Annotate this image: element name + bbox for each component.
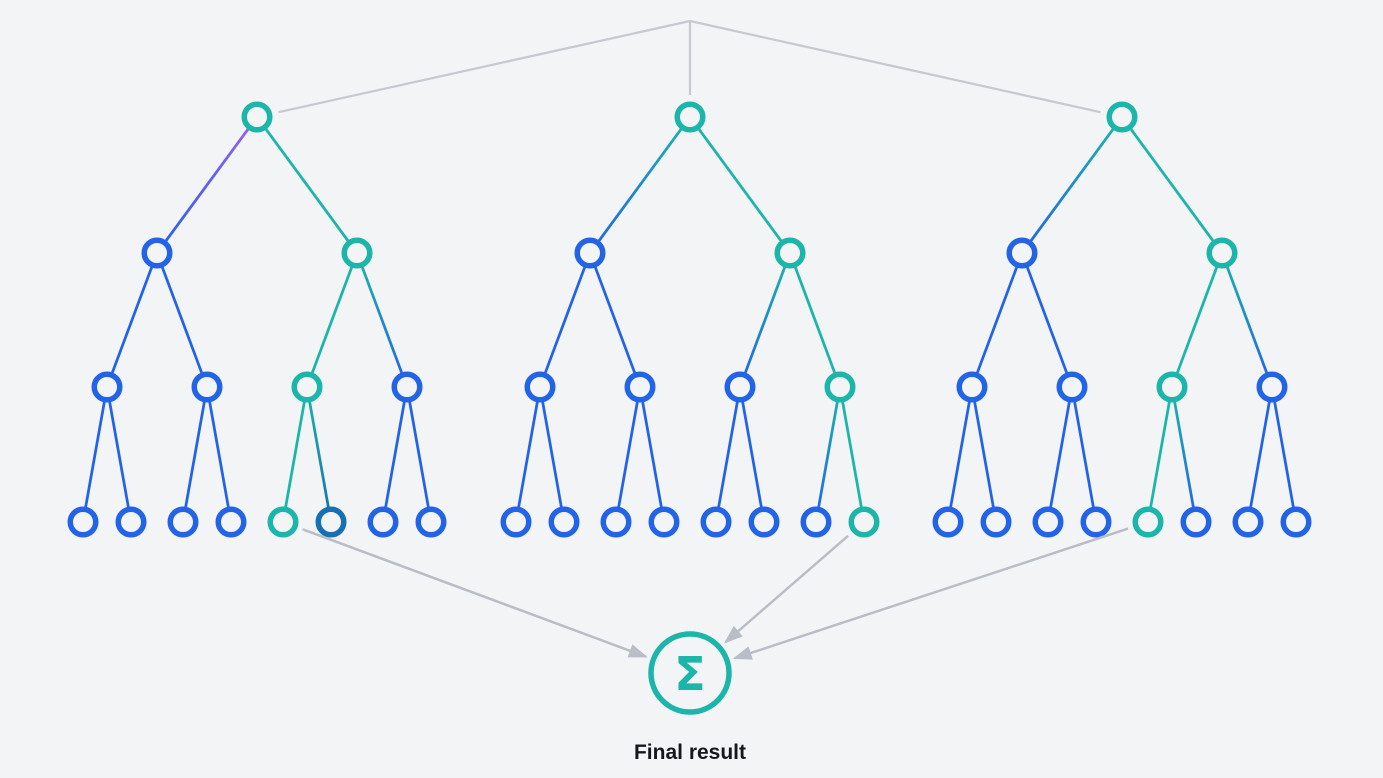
tree-3-node-leaf5 bbox=[1180, 506, 1212, 538]
tree-1-node-rl bbox=[291, 371, 323, 403]
tree-2-edge-lr-leaf3 bbox=[638, 386, 666, 523]
tree-2-node-leaf1 bbox=[548, 506, 580, 538]
tree-1-edge-lr-leaf3 bbox=[205, 386, 233, 523]
tree-3-edge-rr-leaf6 bbox=[1246, 386, 1274, 523]
sum-node bbox=[648, 631, 732, 715]
tree-3-edge-lr-leaf3 bbox=[1070, 386, 1098, 523]
tree-2-node-leaf7 bbox=[848, 506, 880, 538]
tree-3-node-leaf7 bbox=[1280, 506, 1312, 538]
tree-1-edge-ll-leaf0 bbox=[81, 386, 109, 523]
tree-1-node-leaf3 bbox=[215, 506, 247, 538]
tree-3-edge-ll-leaf1 bbox=[970, 386, 998, 523]
apex-connector-tree-1 bbox=[278, 19, 691, 114]
arrow-tree-2-to-sum bbox=[723, 534, 849, 644]
tree-2-node-rl bbox=[724, 371, 756, 403]
arrow-tree-1-to-sum bbox=[302, 528, 648, 658]
tree-2-edge-l-lr bbox=[588, 252, 642, 388]
tree-2-edge-rl-leaf5 bbox=[738, 386, 766, 523]
tree-2-edge-root-l bbox=[588, 116, 692, 254]
tree-2-node-leaf0 bbox=[500, 506, 532, 538]
tree-3-edge-root-l bbox=[1020, 116, 1124, 254]
tree-1-edge-ll-leaf1 bbox=[105, 386, 133, 523]
tree-2-node-l bbox=[574, 237, 606, 269]
tree-1-edge-rl-leaf4 bbox=[281, 386, 309, 523]
tree-2-node-lr bbox=[624, 371, 656, 403]
tree-2-node-rr bbox=[824, 371, 856, 403]
tree-2-edge-ll-leaf1 bbox=[538, 386, 566, 523]
tree-3-node-l bbox=[1006, 237, 1038, 269]
tree-3-edge-rr-leaf7 bbox=[1270, 386, 1298, 523]
tree-2-node-root bbox=[674, 101, 706, 133]
tree-2-edge-r-rl bbox=[738, 252, 792, 388]
apex-connector-tree-3 bbox=[689, 19, 1101, 114]
tree-2-node-ll bbox=[524, 371, 556, 403]
tree-1-node-r bbox=[341, 237, 373, 269]
tree-2-edge-r-rr bbox=[788, 252, 842, 388]
tree-1-node-leaf7 bbox=[415, 506, 447, 538]
tree-1-edge-l-ll bbox=[105, 252, 159, 388]
tree-3-node-leaf2 bbox=[1032, 506, 1064, 538]
tree-3-edge-ll-leaf0 bbox=[946, 386, 974, 523]
tree-3-node-leaf1 bbox=[980, 506, 1012, 538]
tree-2-node-leaf5 bbox=[748, 506, 780, 538]
sigma-symbol: Σ bbox=[674, 647, 705, 701]
tree-2-edge-lr-leaf2 bbox=[614, 386, 642, 523]
tree-1-node-leaf0 bbox=[67, 506, 99, 538]
tree-3-edge-r-rr bbox=[1220, 252, 1274, 388]
tree-2-node-leaf2 bbox=[600, 506, 632, 538]
tree-1-edge-rr-leaf6 bbox=[381, 386, 409, 523]
tree-1-node-leaf6 bbox=[367, 506, 399, 538]
tree-1-node-l bbox=[141, 237, 173, 269]
tree-3-edge-lr-leaf2 bbox=[1046, 386, 1074, 523]
tree-1-node-rr bbox=[391, 371, 423, 403]
tree-1-node-lr bbox=[191, 371, 223, 403]
tree-1-edge-r-rl bbox=[305, 252, 359, 388]
tree-3-node-rl bbox=[1156, 371, 1188, 403]
tree-1-node-root bbox=[241, 101, 273, 133]
tree-2-edge-ll-leaf0 bbox=[514, 386, 542, 523]
tree-3-edge-root-r bbox=[1120, 116, 1224, 254]
tree-1-edge-rl-leaf5 bbox=[305, 386, 333, 523]
tree-2-node-r bbox=[774, 237, 806, 269]
tree-3-node-root bbox=[1106, 101, 1138, 133]
tree-1-node-leaf4 bbox=[267, 506, 299, 538]
tree-3-node-ll bbox=[956, 371, 988, 403]
tree-2-edge-rr-leaf7 bbox=[838, 386, 866, 523]
tree-3-edge-l-lr bbox=[1020, 252, 1074, 388]
tree-1-node-leaf2 bbox=[167, 506, 199, 538]
tree-3-node-r bbox=[1206, 237, 1238, 269]
tree-3-node-leaf4 bbox=[1132, 506, 1164, 538]
tree-1-edge-l-lr bbox=[155, 252, 209, 388]
tree-1-node-leaf5 bbox=[315, 506, 347, 538]
tree-3-edge-l-ll bbox=[970, 252, 1024, 388]
tree-1-edge-rr-leaf7 bbox=[405, 386, 433, 523]
tree-3-node-rr bbox=[1256, 371, 1288, 403]
tree-2-node-leaf3 bbox=[648, 506, 680, 538]
tree-2-edge-rl-leaf4 bbox=[714, 386, 742, 523]
tree-2-edge-l-ll bbox=[538, 252, 592, 388]
tree-1-edge-lr-leaf2 bbox=[181, 386, 209, 523]
tree-2-edge-rr-leaf6 bbox=[814, 386, 842, 523]
tree-1-edge-r-rr bbox=[355, 252, 409, 388]
arrow-tree-3-to-sum bbox=[732, 527, 1129, 660]
tree-3-edge-rl-leaf5 bbox=[1170, 386, 1198, 523]
tree-2-node-leaf4 bbox=[700, 506, 732, 538]
tree-1-node-leaf1 bbox=[115, 506, 147, 538]
tree-3-node-leaf3 bbox=[1080, 506, 1112, 538]
tree-3-edge-rl-leaf4 bbox=[1146, 386, 1174, 523]
final-result-label: Final result bbox=[633, 741, 747, 764]
tree-3-node-leaf6 bbox=[1232, 506, 1264, 538]
tree-3-edge-r-rl bbox=[1170, 252, 1224, 388]
tree-1-edge-root-r bbox=[255, 116, 359, 254]
tree-2-node-leaf6 bbox=[800, 506, 832, 538]
tree-1-node-ll bbox=[91, 371, 123, 403]
tree-3-node-leaf0 bbox=[932, 506, 964, 538]
tree-1-edge-root-l bbox=[155, 116, 259, 254]
tree-2-edge-root-r bbox=[688, 116, 792, 254]
tree-3-node-lr bbox=[1056, 371, 1088, 403]
